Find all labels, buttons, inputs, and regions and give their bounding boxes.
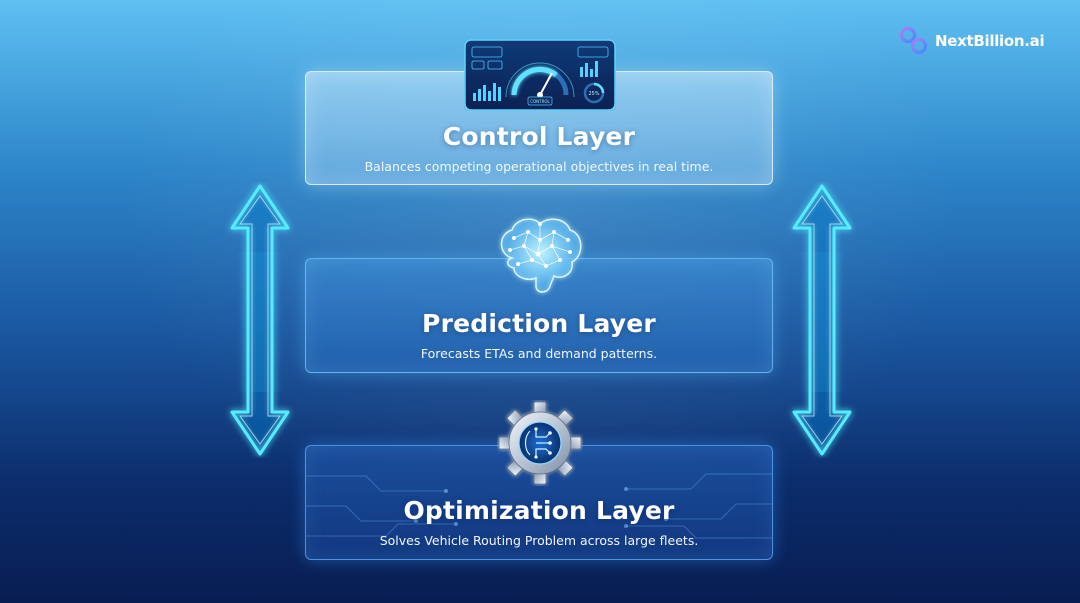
brain-network-icon	[492, 214, 588, 304]
brand-logo[interactable]: NextBillion.ai	[898, 26, 1045, 56]
gauge-percent: 25%	[588, 91, 599, 97]
control-layer-title: Control Layer	[442, 122, 636, 151]
optimization-layer-title: Optimization Layer	[403, 496, 675, 525]
brand-name: NextBillion.ai	[935, 32, 1045, 50]
prediction-layer-card: Prediction Layer Forecasts ETAs and dema…	[305, 258, 773, 373]
prediction-layer-description: Forecasts ETAs and demand patterns.	[420, 346, 658, 361]
bidirectional-arrow-icon	[792, 184, 852, 456]
gear-circuit-icon	[497, 400, 583, 490]
bidirectional-arrow-icon	[230, 184, 290, 456]
optimization-layer-description: Solves Vehicle Routing Problem across la…	[379, 533, 699, 548]
gauge-label: CONTROL	[530, 99, 550, 104]
control-layer-description: Balances competing operational objective…	[364, 159, 714, 174]
prediction-layer-title: Prediction Layer	[422, 309, 656, 338]
infinity-logo-icon	[899, 26, 928, 55]
dashboard-gauge-icon: CONTROL 25%	[464, 39, 616, 115]
